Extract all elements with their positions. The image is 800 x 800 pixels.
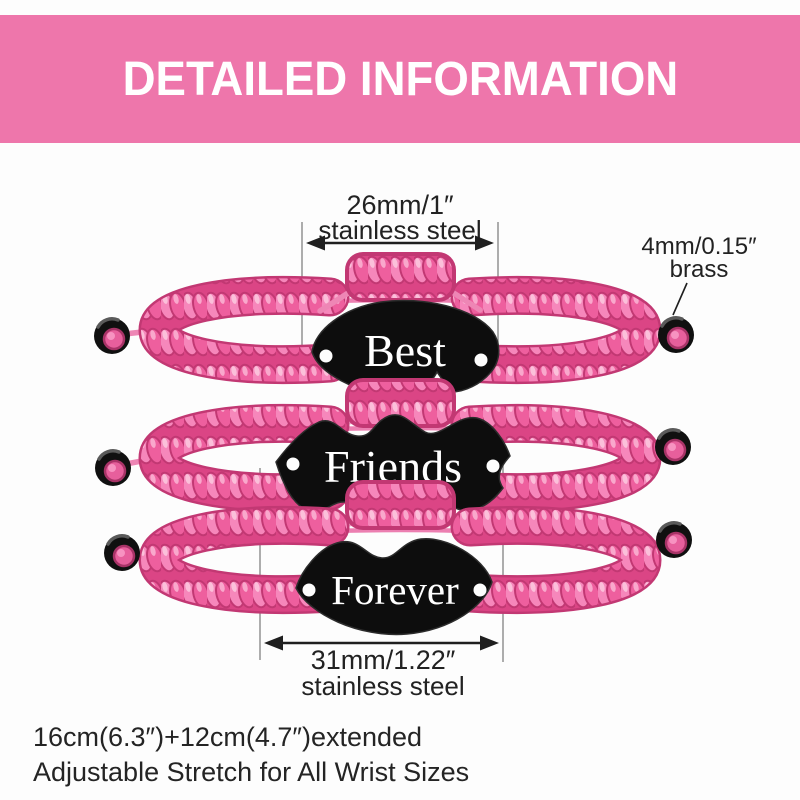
size-info: 16cm(6.3″)+12cm(4.7″)extended Adjustable… (33, 720, 469, 790)
top-measurement: 26mm/1″ stainless steel (306, 190, 494, 251)
bead-pointer-line (672, 282, 688, 316)
bead-material: brass (670, 256, 729, 283)
banner-title: DETAILED INFORMATION (122, 52, 678, 106)
end-bead-right (654, 520, 694, 560)
bracelet-forever: Forever (102, 480, 694, 636)
top-measurement-material: stainless steel (318, 215, 481, 245)
end-bead-right (656, 315, 696, 355)
end-bead-left (92, 316, 132, 356)
charm-text-best: Best (364, 325, 446, 376)
bead-annotation: 4mm/0.15″ brass (641, 233, 757, 316)
bead-size: 4mm/0.15″ (641, 233, 757, 260)
bottom-measurement: 31mm/1.22″ stainless steel (264, 635, 499, 701)
end-bead-right (653, 427, 693, 467)
charm-forever: Forever (295, 538, 493, 636)
size-info-fit: Adjustable Stretch for All Wrist Sizes (33, 757, 470, 787)
bracelet-best: Best (92, 252, 696, 397)
top-measurement-size: 26mm/1″ (346, 190, 454, 220)
bottom-measurement-material: stainless steel (301, 671, 464, 701)
header-banner: DETAILED INFORMATION (0, 15, 800, 143)
end-bead-left (93, 448, 133, 488)
charm-text-forever: Forever (331, 567, 459, 613)
size-info-length: 16cm(6.3″)+12cm(4.7″)extended (33, 722, 423, 752)
charm-best: Best (311, 299, 500, 397)
bottom-measurement-size: 31mm/1.22″ (311, 645, 456, 675)
end-bead-left (102, 533, 142, 573)
